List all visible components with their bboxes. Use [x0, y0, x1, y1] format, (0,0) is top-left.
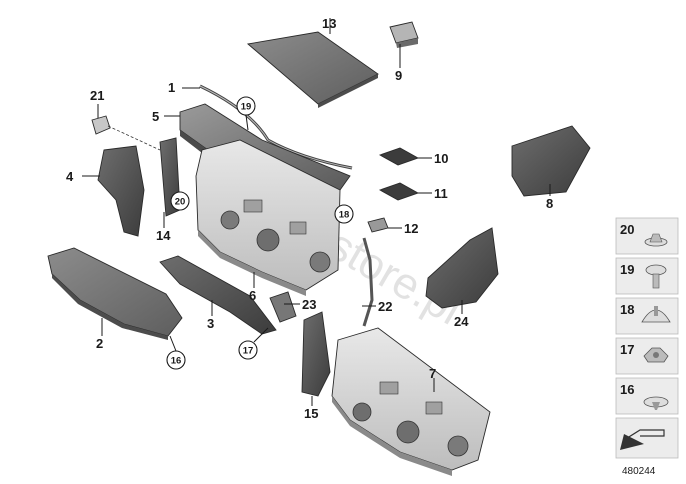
clip-18-icon [641, 306, 671, 323]
svg-text:20: 20 [175, 197, 186, 208]
svg-text:16: 16 [171, 356, 182, 367]
callout-15: 15 [304, 406, 318, 421]
callout-13: 13 [322, 16, 336, 31]
callout-7: 7 [429, 366, 436, 381]
diagram-id: 480244 [622, 466, 656, 477]
direction-arrow-icon [620, 429, 665, 450]
part-21-clip [91, 115, 161, 151]
callout-18: 18 [334, 204, 354, 224]
callout-22: 22 [378, 299, 392, 314]
callout-1: 1 [168, 80, 175, 95]
callout-17: 17 [238, 340, 258, 360]
clip-16-icon [643, 396, 669, 410]
callout-16: 16 [166, 350, 186, 370]
callout-9: 9 [395, 68, 402, 83]
callout-3: 3 [207, 316, 214, 331]
callout-24: 24 [454, 314, 469, 329]
callout-8: 8 [546, 196, 553, 211]
part-24-insulation [425, 227, 499, 309]
callout-5: 5 [152, 109, 159, 124]
rivet-19-icon [645, 264, 667, 289]
svg-text:17: 17 [243, 346, 254, 357]
callout-23: 23 [302, 297, 316, 312]
nut-17-icon [643, 347, 669, 363]
part-3-strip [159, 255, 277, 335]
part-11-pad [378, 182, 420, 201]
part-22-rod [362, 237, 374, 327]
part-23-bracket [269, 291, 297, 323]
part-8-insulation [511, 125, 591, 197]
callout-19: 19 [236, 96, 256, 116]
callout-2: 2 [96, 336, 103, 351]
callout-11: 11 [434, 186, 448, 201]
callout-12: 12 [404, 221, 418, 236]
circled-callouts: 16 17 18 19 20 [166, 96, 354, 370]
svg-text:19: 19 [241, 102, 252, 113]
part-13-hood-insulation [246, 31, 379, 108]
legend-19: 19 [620, 262, 634, 277]
fastener-legend: 20 19 18 17 16 [615, 217, 679, 477]
part-9-pad [389, 21, 419, 48]
callout-numbers: 1 2 3 4 5 6 7 8 9 10 11 12 13 14 15 21 2… [66, 16, 553, 421]
part-4-side-bracket [97, 145, 145, 237]
part-15-insulation [301, 311, 331, 397]
callout-21: 21 [90, 88, 104, 103]
callout-4: 4 [66, 169, 74, 184]
part-2-floor-insulation [47, 247, 183, 340]
part-10-pad [378, 147, 420, 166]
callout-10: 10 [434, 151, 448, 166]
clip-20-icon [644, 233, 668, 247]
part-6-bulkhead [195, 139, 341, 296]
part-7-lower-bulkhead [331, 327, 491, 476]
callout-20: 20 [170, 191, 190, 211]
legend-18: 18 [620, 302, 634, 317]
legend-16: 16 [620, 382, 634, 397]
legend-20: 20 [620, 222, 634, 237]
svg-text:18: 18 [339, 210, 350, 221]
callout-14: 14 [156, 228, 171, 243]
callout-6: 6 [249, 288, 256, 303]
legend-17: 17 [620, 342, 634, 357]
part-12-clip [367, 217, 389, 233]
leader-lines [82, 18, 551, 406]
